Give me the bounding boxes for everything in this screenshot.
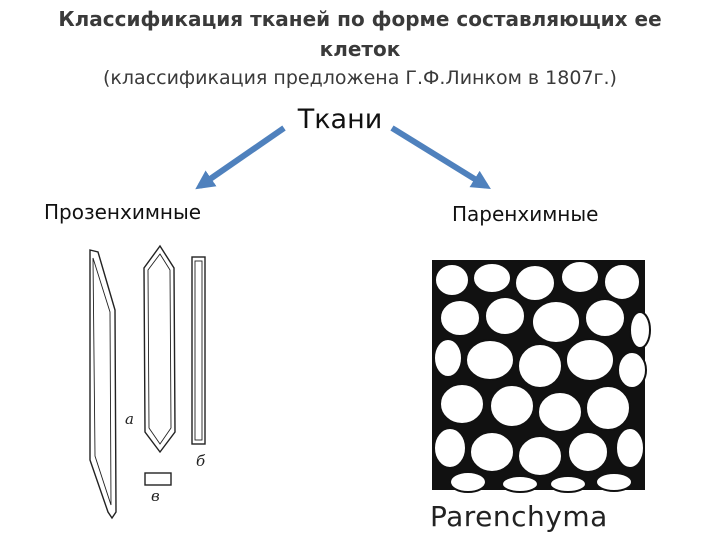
left-branch-label: Прозенхимные (44, 200, 202, 224)
arrow-right (390, 125, 491, 190)
parenchyma-figure (432, 260, 651, 493)
figure-letter-b: б (196, 452, 206, 470)
root-node-label: Ткани (297, 104, 383, 135)
title-block: Классификация тканей по форме составляющ… (0, 4, 720, 92)
page-subtitle: (классификация предложена Г.Ф.Линком в 1… (103, 67, 617, 89)
prosenchyma-cell-d (144, 472, 172, 486)
figure-letter-v: в (151, 487, 160, 505)
figure-letter-a: а (125, 410, 134, 428)
arrow-left (195, 125, 286, 190)
prosenchyma-cell-c (191, 256, 206, 445)
prosenchyma-cell-a (89, 249, 117, 520)
prosenchyma-figure (89, 244, 206, 520)
parenchyma-caption: Parenchyma (430, 500, 608, 533)
prosenchyma-cell-b (143, 244, 176, 454)
right-branch-label: Паренхимные (452, 202, 599, 226)
page-title-line-2: клеток (319, 37, 401, 61)
page-title-line-1: Классификация тканей по форме составляющ… (58, 7, 662, 31)
